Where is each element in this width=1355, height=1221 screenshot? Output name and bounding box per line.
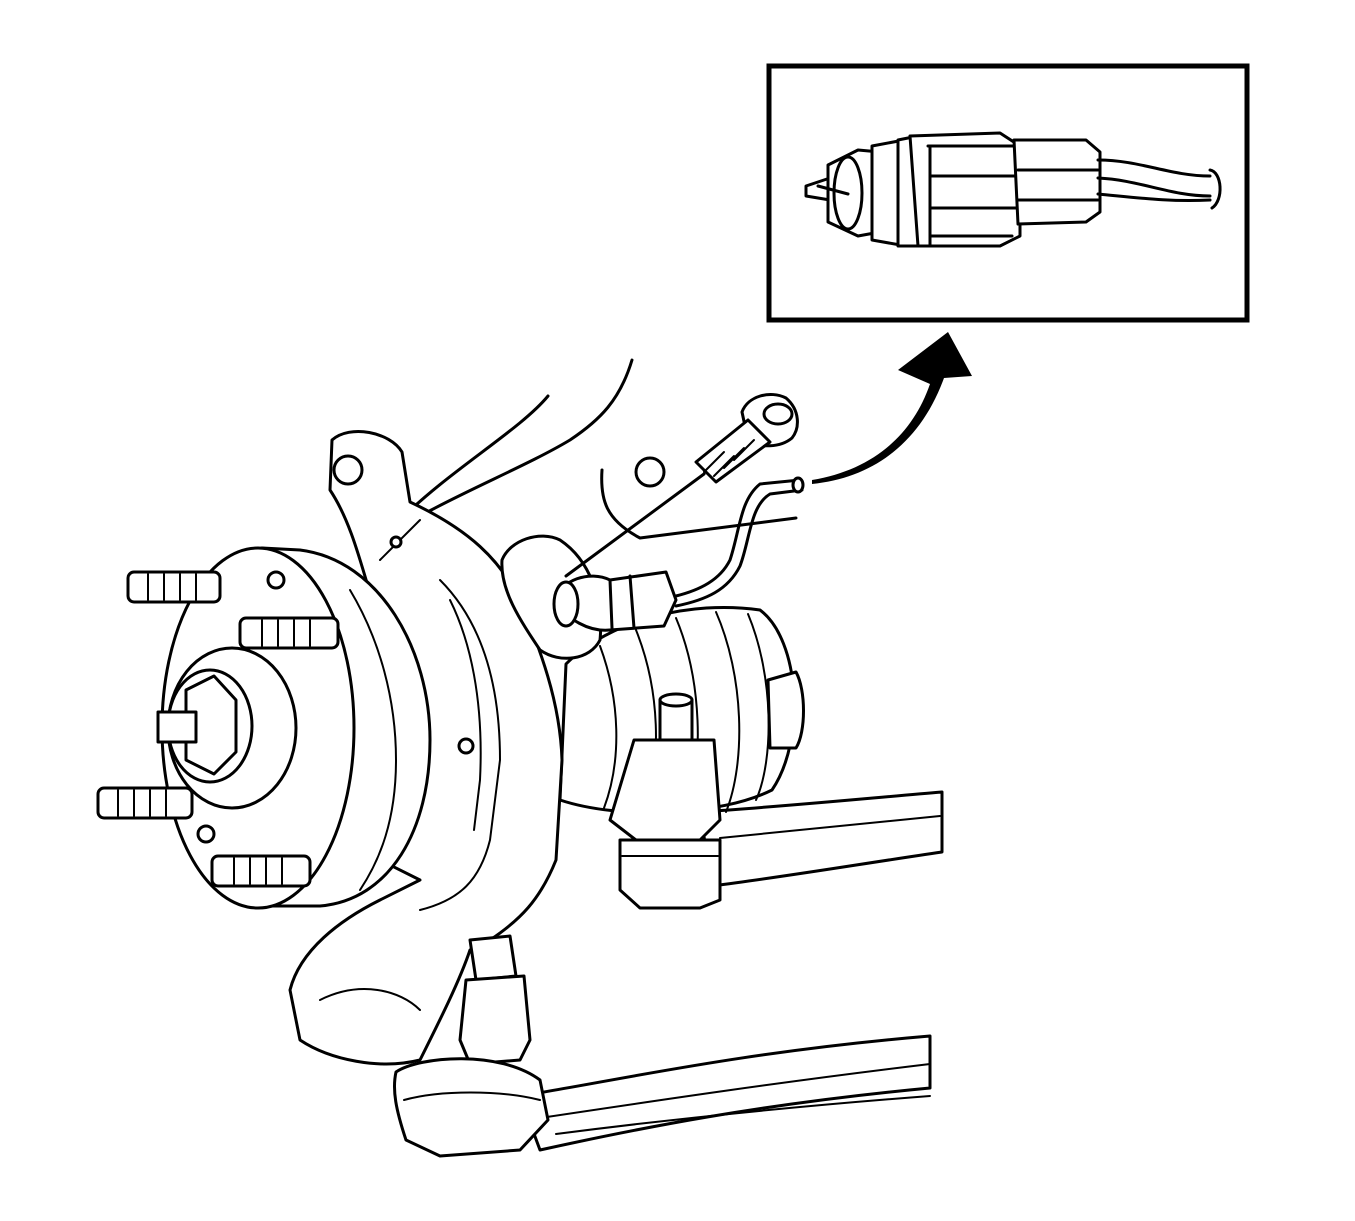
lower-ball-joint-icon: [392, 934, 550, 1158]
callout-arrow-icon: [812, 332, 972, 484]
tie-rod-end-icon: [608, 692, 722, 910]
strut-mount-icon: [378, 358, 798, 542]
tie-rod-icon: [698, 790, 944, 888]
sensor-detail-inset: [766, 63, 1250, 323]
sensor-detail-inset-icon: [804, 131, 1222, 248]
lower-control-arm-icon: [518, 1034, 932, 1152]
sensor-bolt-icon: [564, 393, 799, 578]
wheel-hub-icon: [96, 546, 432, 910]
wheel-speed-sensor-icon: [500, 476, 805, 660]
